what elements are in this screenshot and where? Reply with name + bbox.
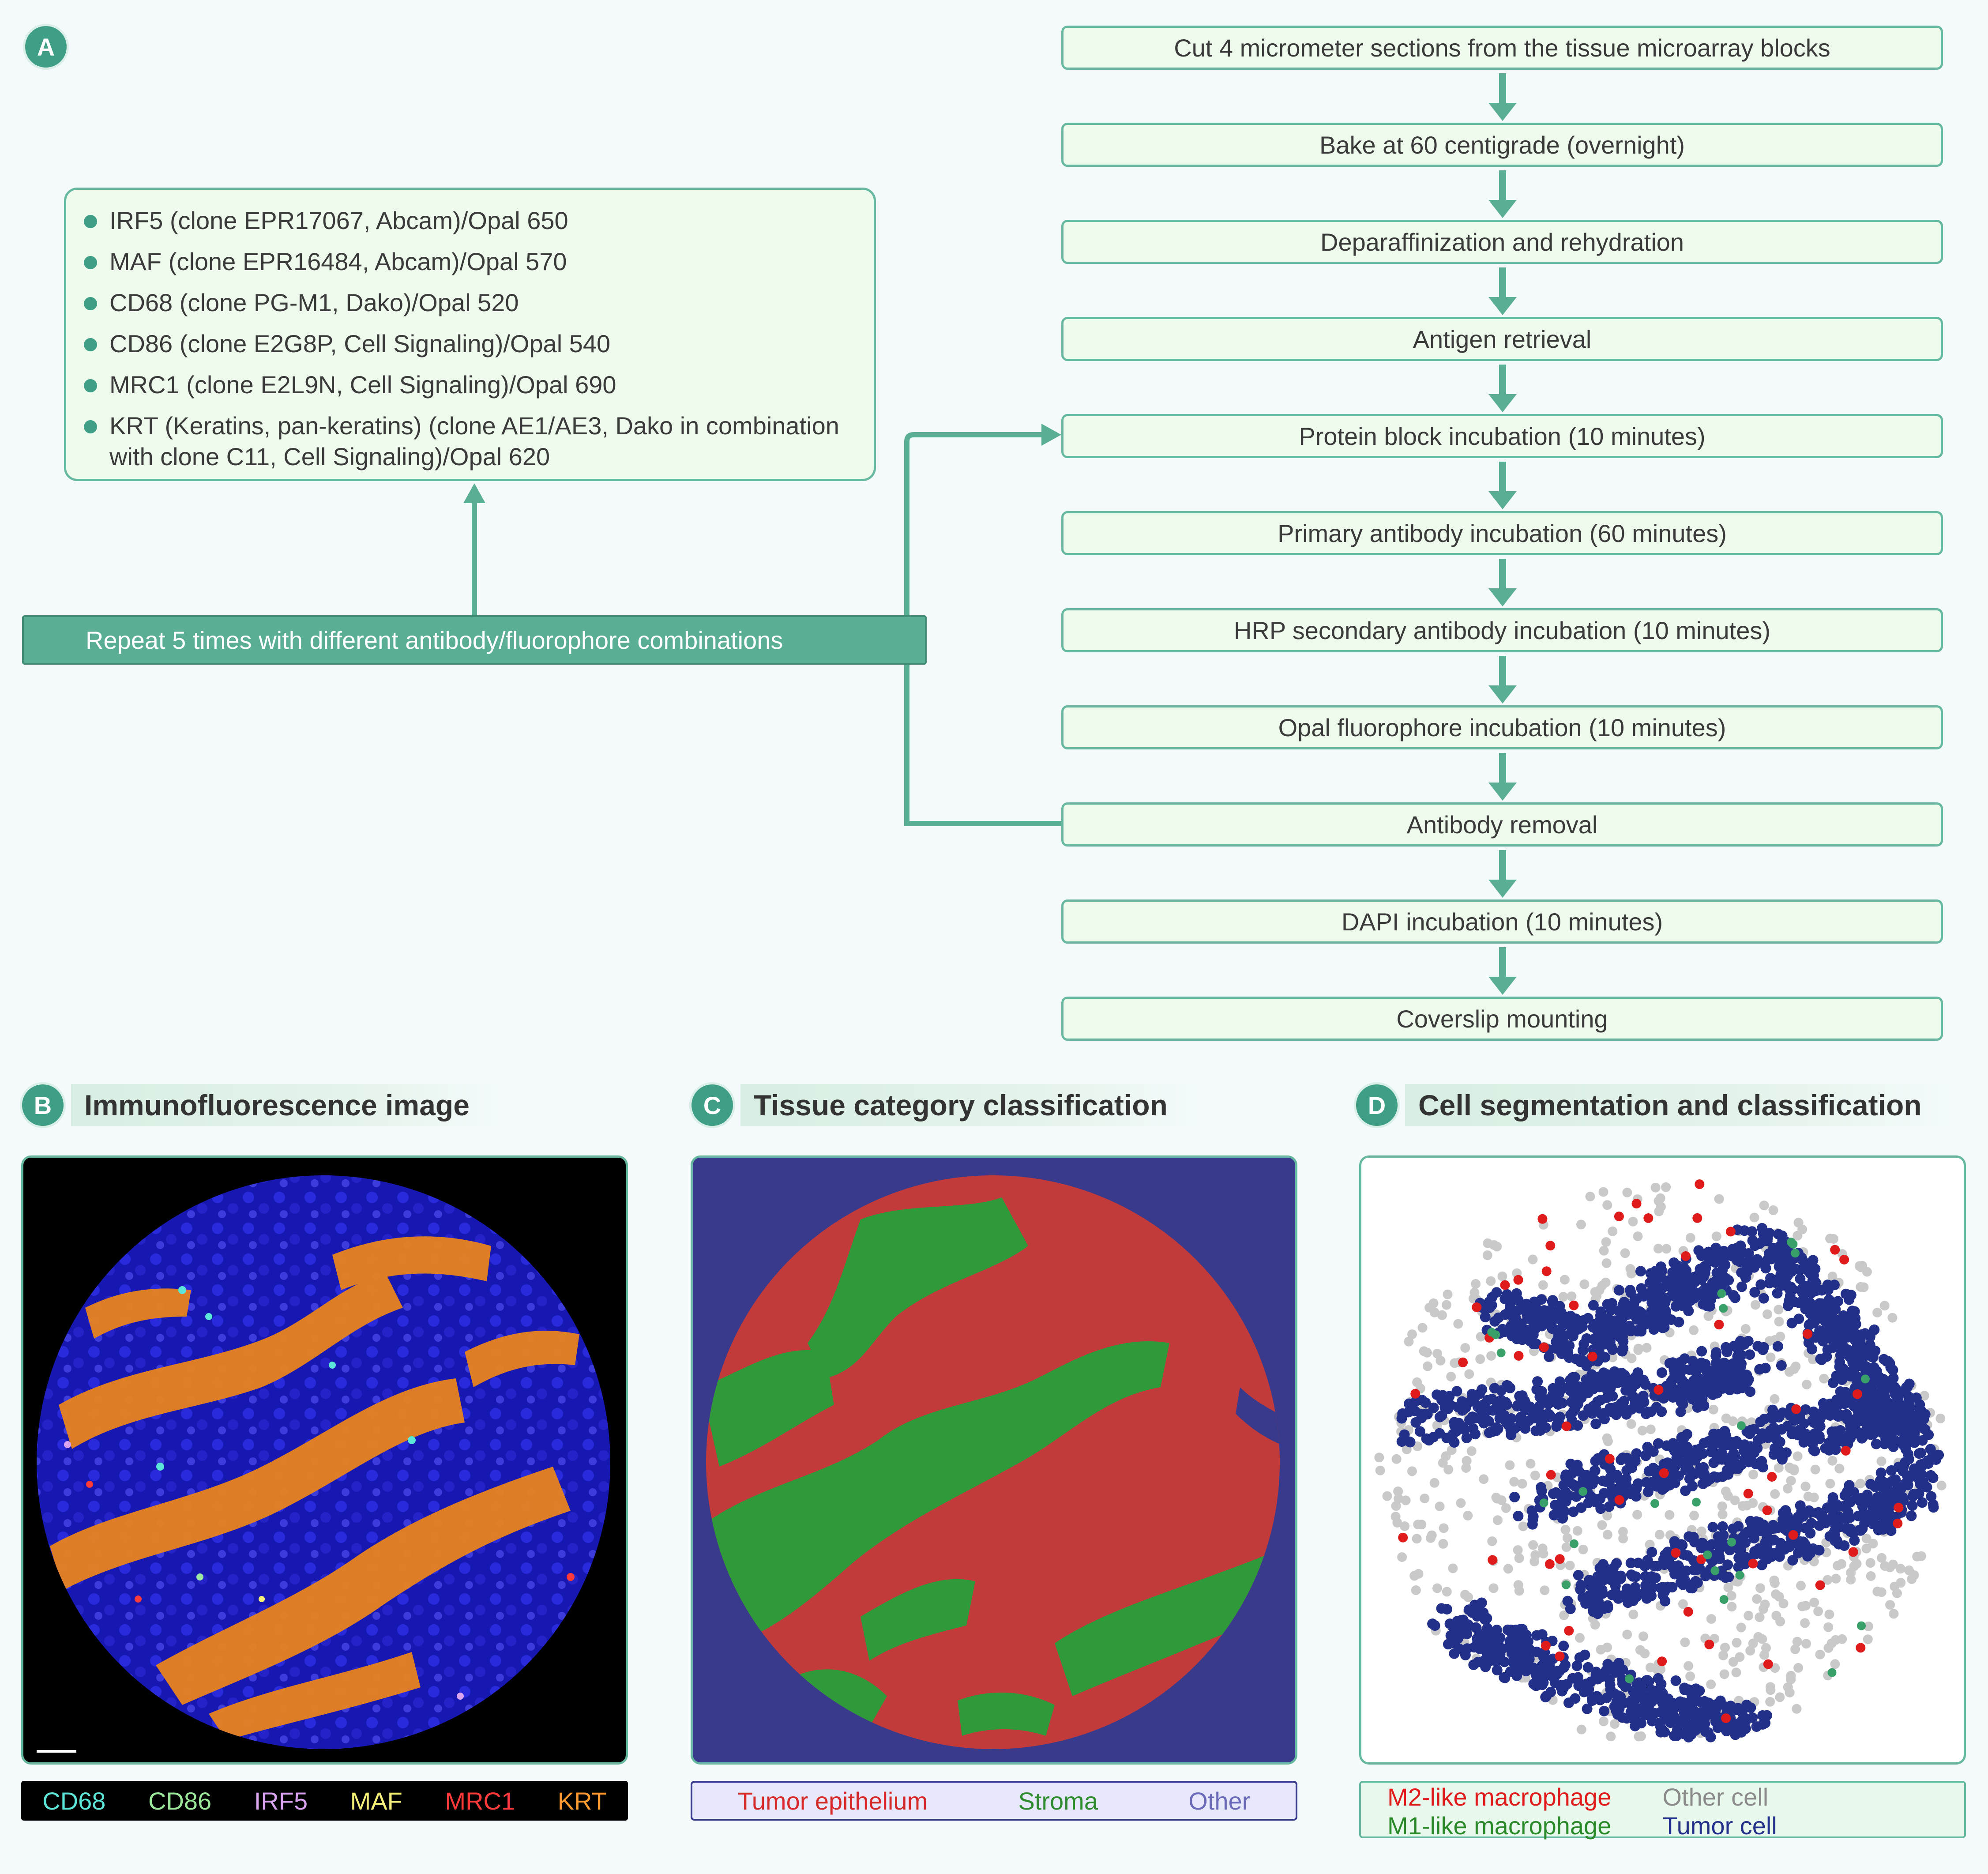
legend-item: Other cell	[1662, 1783, 1769, 1811]
antibody-item: MAF (clone EPR16484, Abcam)/Opal 570	[84, 246, 861, 277]
flow-step: Antibody removal	[1061, 802, 1943, 847]
repeat-up-arrow-head	[463, 483, 485, 503]
antibody-item: CD86 (clone E2G8P, Cell Signaling)/Opal …	[84, 328, 861, 359]
flow-connectors	[463, 73, 1517, 995]
flow-step: Bake at 60 centigrade (overnight)	[1061, 123, 1943, 167]
step-arrows	[1488, 73, 1517, 995]
loop-arrow	[904, 432, 1061, 826]
repeat-label: Repeat 5 times with different antibody/f…	[86, 626, 783, 654]
flow-step: Primary antibody incubation (60 minutes)	[1061, 511, 1943, 555]
panel-c-legend: Tumor epithelium Stroma Other	[691, 1781, 1297, 1821]
legend-item: Tumor cell	[1662, 1812, 1777, 1840]
flow-step: Protein block incubation (10 minutes)	[1061, 414, 1943, 458]
step-arrow-head	[1488, 977, 1517, 995]
panel-b-badge: B	[20, 1082, 66, 1128]
flow-step: Opal fluorophore incubation (10 minutes)	[1061, 705, 1943, 749]
cell-classification-map	[1359, 1155, 1966, 1765]
panel-d-header: D Cell segmentation and classification	[1354, 1082, 1957, 1128]
antibody-label: CD68 (clone PG-M1, Dako)/Opal 520	[109, 289, 519, 316]
legend-item: M1-like macrophage	[1387, 1812, 1612, 1840]
panel-b-header: B Immunofluorescence image	[20, 1082, 505, 1128]
bullet-icon	[84, 297, 97, 310]
flow-step: DAPI incubation (10 minutes)	[1061, 899, 1943, 944]
legend-item: CD68	[42, 1787, 106, 1815]
antibody-item: MRC1 (clone E2L9N, Cell Signaling)/Opal …	[84, 369, 861, 400]
flow-step: Antigen retrieval	[1061, 317, 1943, 361]
bullet-icon	[84, 338, 97, 351]
legend-item: IRF5	[254, 1787, 308, 1815]
legend-item: MAF	[350, 1787, 402, 1815]
panel-a-badge: A	[23, 24, 69, 70]
loop-arrow-head	[1041, 424, 1061, 446]
panel-b-title: Immunofluorescence image	[71, 1084, 505, 1126]
legend-item: CD86	[148, 1787, 212, 1815]
legend-item: M2-like macrophage	[1387, 1783, 1612, 1811]
flow-step: Cut 4 micrometer sections from the tissu…	[1061, 26, 1943, 70]
antibody-label: MRC1 (clone E2L9N, Cell Signaling)/Opal …	[109, 371, 616, 399]
panel-b-legend: CD68 CD86 IRF5 MAF MRC1 KRT	[21, 1781, 628, 1821]
step-arrow-head	[1488, 685, 1517, 704]
tissue-classification-map	[691, 1155, 1297, 1765]
step-arrow-head	[1488, 103, 1517, 121]
panel-c-badge: C	[689, 1082, 735, 1128]
step-arrow-head	[1488, 588, 1517, 606]
panel-c-header: C Tissue category classification	[689, 1082, 1203, 1128]
legend-item: Stroma	[1018, 1787, 1098, 1815]
panel-c-title: Tissue category classification	[740, 1084, 1203, 1126]
flow-step: HRP secondary antibody incubation (10 mi…	[1061, 608, 1943, 652]
step-arrow-head	[1488, 297, 1517, 315]
antibody-item: CD68 (clone PG-M1, Dako)/Opal 520	[84, 287, 861, 318]
bullet-icon	[84, 379, 97, 392]
legend-item: Other	[1188, 1787, 1251, 1815]
legend-item: KRT	[557, 1787, 607, 1815]
immunofluorescence-image	[21, 1155, 628, 1765]
antibody-label: MAF (clone EPR16484, Abcam)/Opal 570	[109, 248, 567, 275]
bullet-icon	[84, 420, 97, 433]
bullet-icon	[84, 215, 97, 228]
panel-d-title: Cell segmentation and classification	[1405, 1084, 1957, 1126]
step-arrow-head	[1488, 880, 1517, 898]
step-arrow-head	[1488, 491, 1517, 509]
legend-item: Tumor epithelium	[737, 1787, 928, 1815]
step-arrow-head	[1488, 783, 1517, 801]
step-arrow-head	[1488, 200, 1517, 218]
bullet-icon	[84, 256, 97, 269]
panel-d-badge: D	[1354, 1082, 1400, 1128]
antibody-label: IRF5 (clone EPR17067, Abcam)/Opal 650	[109, 207, 568, 234]
flow-step: Deparaffinization and rehydration	[1061, 220, 1943, 264]
step-arrow-head	[1488, 394, 1517, 412]
antibody-label: CD86 (clone E2G8P, Cell Signaling)/Opal …	[109, 330, 611, 357]
legend-item: MRC1	[445, 1787, 515, 1815]
antibody-item: IRF5 (clone EPR17067, Abcam)/Opal 650	[84, 205, 861, 236]
antibody-item: KRT (Keratins, pan-keratins) (clone AE1/…	[84, 410, 861, 472]
repeat-box: Repeat 5 times with different antibody/f…	[22, 615, 927, 665]
antibody-label: KRT (Keratins, pan-keratins) (clone AE1/…	[109, 412, 839, 470]
flow-step: Coverslip mounting	[1061, 997, 1943, 1041]
